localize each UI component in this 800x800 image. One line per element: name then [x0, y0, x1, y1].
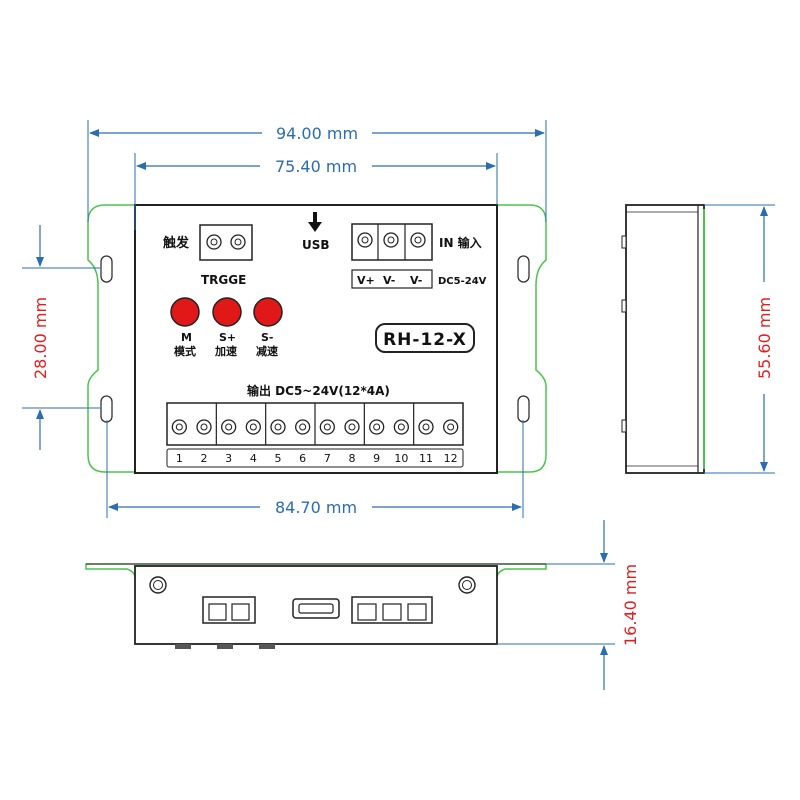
dimension-overall-width: 94.00 mm	[87, 120, 547, 222]
dim-hole-vertical-text: 28.00 mm	[31, 297, 50, 379]
dimension-height: 55.60 mm	[704, 204, 776, 474]
button-down-name: 减速	[256, 344, 278, 358]
trigger-label: 触发	[162, 235, 190, 251]
button-up-name: 加速	[214, 344, 237, 358]
top-view: 触发 TRGGE USB IN 输入 V+	[87, 204, 547, 474]
output-screw-4	[245, 419, 261, 435]
dim-overall-width-text: 94.00 mm	[276, 124, 358, 143]
output-number-9: 9	[373, 452, 380, 465]
front-trigger-port	[202, 596, 256, 624]
front-input-port	[351, 596, 433, 624]
output-number-6: 6	[299, 452, 306, 465]
flange-hole-tl	[100, 255, 113, 283]
button-mode-key: M	[181, 331, 192, 344]
dim-depth-text: 16.40 mm	[621, 564, 640, 646]
button-speed-down	[253, 297, 283, 327]
output-terminal-block	[166, 402, 464, 446]
output-number-2: 2	[201, 452, 208, 465]
input-pin-box	[351, 269, 433, 289]
button-speed-up	[212, 297, 242, 327]
output-screw-12	[443, 419, 459, 435]
output-number-11: 11	[419, 452, 433, 465]
button-down-key: S-	[261, 331, 274, 344]
output-screw-3	[221, 419, 237, 435]
front-screw-right	[458, 576, 476, 594]
dimension-hole-vertical: 28.00 mm	[22, 225, 100, 450]
dim-body-width-text: 75.40 mm	[275, 157, 357, 176]
input-label: IN 输入	[439, 235, 482, 250]
output-screw-6	[295, 419, 311, 435]
trigger-sub-label: TRGGE	[201, 273, 246, 287]
output-number-4: 4	[250, 452, 257, 465]
output-number-12: 12	[444, 452, 458, 465]
output-screw-2	[196, 419, 212, 435]
output-label: 输出 DC5~24V(12*4A)	[247, 383, 390, 398]
model-badge	[375, 323, 475, 353]
dim-height-text: 55.60 mm	[755, 297, 774, 379]
button-up-key: S+	[219, 331, 236, 344]
trigger-terminal	[199, 224, 253, 261]
front-usb-port	[292, 598, 340, 619]
input-pin-1: V+	[357, 274, 375, 287]
output-number-5: 5	[275, 452, 282, 465]
output-screw-10	[393, 419, 409, 435]
usb-label: USB	[302, 238, 330, 252]
side-view	[621, 204, 705, 474]
front-view	[85, 563, 547, 649]
input-voltage: DC5-24V	[438, 276, 487, 287]
input-pin-2: V-	[383, 274, 395, 287]
output-screw-1	[171, 419, 187, 435]
output-screw-8	[344, 419, 360, 435]
input-terminal	[351, 223, 433, 261]
output-number-7: 7	[324, 452, 331, 465]
output-number-strip	[166, 448, 464, 468]
output-screw-7	[319, 419, 335, 435]
output-number-3: 3	[225, 452, 232, 465]
button-mode	[170, 297, 200, 327]
dim-hole-spacing-text: 84.70 mm	[275, 498, 357, 517]
button-mode-name: 模式	[174, 344, 196, 358]
output-screw-9	[369, 419, 385, 435]
model-text: RH-12-X	[383, 330, 467, 350]
dimension-hole-spacing: 84.70 mm	[106, 420, 524, 518]
mounting-flange	[87, 204, 547, 473]
front-screw-left	[149, 576, 167, 594]
flange-hole-tr	[517, 255, 530, 283]
output-number-10: 10	[394, 452, 408, 465]
output-screw-11	[418, 419, 434, 435]
output-screw-5	[270, 419, 286, 435]
dimension-body-width: 75.40 mm	[134, 153, 498, 230]
side-body	[625, 204, 705, 474]
usb-arrow-icon	[308, 212, 322, 232]
output-number-8: 8	[349, 452, 356, 465]
output-number-1: 1	[176, 452, 183, 465]
front-body	[134, 565, 498, 645]
input-pin-3: V-	[410, 274, 422, 287]
dimension-depth: 16.40 mm	[497, 520, 640, 690]
